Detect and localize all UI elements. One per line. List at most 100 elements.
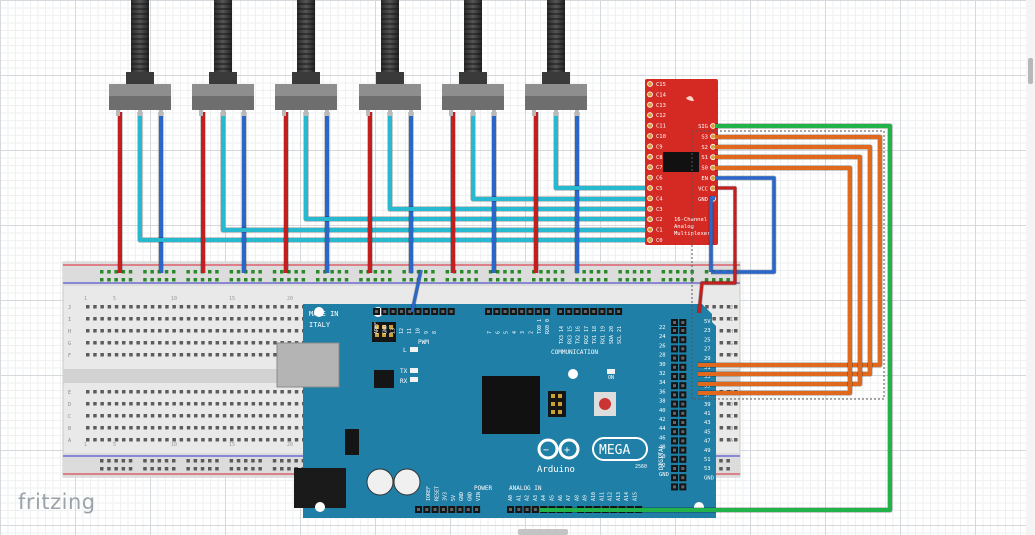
rail-hole bbox=[244, 459, 248, 463]
rail-hole bbox=[503, 278, 507, 282]
hole bbox=[122, 329, 126, 333]
hole bbox=[719, 329, 724, 333]
hole bbox=[222, 353, 227, 357]
mega-submodel-label: 2560 bbox=[635, 464, 647, 470]
header-digital-pin bbox=[673, 448, 676, 452]
mux-pin-label: C7 bbox=[656, 165, 663, 171]
hole bbox=[258, 390, 263, 394]
rail-hole bbox=[114, 278, 118, 282]
vertical-scrollbar[interactable] bbox=[1026, 0, 1035, 535]
rail-hole bbox=[164, 278, 169, 282]
rail-hole bbox=[488, 270, 493, 274]
rail-hole bbox=[236, 459, 241, 463]
rail-hole bbox=[496, 278, 500, 282]
top-power-rail bbox=[63, 262, 740, 286]
hole bbox=[734, 305, 738, 309]
rail-hole bbox=[251, 459, 255, 463]
rail-hole bbox=[157, 459, 162, 463]
header-top-mid-pin bbox=[536, 310, 540, 313]
hole bbox=[287, 329, 292, 333]
multiplexer-board[interactable]: C15C14C13C12C11C10C9C8C7C6C5C4C3C2C1C0SI… bbox=[645, 79, 718, 245]
hole bbox=[287, 414, 292, 418]
rail-hole bbox=[359, 270, 363, 274]
hole bbox=[237, 341, 241, 345]
hole bbox=[251, 329, 256, 333]
header-top-mid-pin bbox=[495, 310, 499, 313]
rail-hole bbox=[157, 467, 162, 471]
rail-hole bbox=[359, 278, 363, 282]
hole bbox=[294, 390, 299, 394]
hole bbox=[136, 402, 140, 406]
rail-hole bbox=[503, 270, 507, 274]
top-pin-label: 2 bbox=[529, 331, 535, 334]
horizontal-scroll-thumb[interactable] bbox=[518, 529, 568, 535]
hole bbox=[129, 414, 133, 418]
hole bbox=[726, 317, 731, 321]
header-top-right-pin bbox=[608, 310, 612, 313]
rail-hole bbox=[287, 278, 291, 282]
vertical-scroll-thumb[interactable] bbox=[1028, 58, 1033, 84]
hole bbox=[165, 438, 169, 442]
hole bbox=[726, 438, 731, 442]
power-pin-label: IOREF bbox=[426, 486, 432, 501]
hole bbox=[86, 414, 90, 418]
hole bbox=[194, 438, 198, 442]
wire bbox=[138, 112, 650, 242]
fritzing-logo: fritzing bbox=[18, 490, 96, 514]
header-digital-pin bbox=[681, 430, 685, 434]
hole bbox=[208, 426, 212, 430]
rail-hole bbox=[510, 270, 514, 274]
hole bbox=[222, 402, 227, 406]
rail-hole bbox=[640, 278, 644, 282]
header-digital-pin bbox=[673, 467, 676, 470]
header-digital-pin bbox=[681, 375, 685, 378]
hole bbox=[136, 329, 140, 333]
hole bbox=[244, 426, 248, 430]
hole bbox=[726, 329, 731, 333]
icsp-pin bbox=[389, 325, 393, 329]
hole bbox=[86, 317, 90, 321]
digital-pin-label: 32 bbox=[659, 371, 666, 377]
hole bbox=[230, 317, 234, 321]
hole bbox=[215, 438, 220, 442]
analog-pin-label: A11 bbox=[599, 492, 605, 501]
hole bbox=[719, 438, 724, 442]
hole bbox=[726, 353, 731, 357]
rail-hole bbox=[244, 278, 248, 282]
hole bbox=[186, 317, 191, 321]
hole bbox=[194, 390, 198, 394]
rail-hole bbox=[560, 278, 565, 282]
icsp-pin bbox=[389, 333, 393, 337]
hole bbox=[230, 353, 234, 357]
rail-hole bbox=[215, 278, 219, 282]
hole bbox=[114, 402, 119, 406]
hole bbox=[179, 329, 184, 333]
pot-shaft bbox=[381, 0, 399, 72]
hole bbox=[251, 402, 256, 406]
rail-hole bbox=[107, 459, 111, 463]
hole bbox=[194, 414, 198, 418]
header-digital-pin bbox=[673, 329, 676, 332]
hole bbox=[734, 317, 738, 321]
power-pin-label: 5V bbox=[451, 495, 457, 501]
mux-pin-s1 bbox=[710, 154, 716, 161]
header-digital-pin bbox=[681, 347, 685, 351]
hole bbox=[172, 329, 176, 333]
hole bbox=[129, 426, 133, 430]
hole bbox=[150, 402, 155, 406]
hole bbox=[734, 414, 738, 418]
top-pin-label: 4 bbox=[512, 331, 518, 334]
rail-hole bbox=[100, 278, 104, 282]
hole bbox=[107, 438, 112, 442]
analog-pin-label: A2 bbox=[525, 495, 531, 501]
rail-hole bbox=[128, 278, 133, 282]
hole bbox=[179, 317, 184, 321]
rail-hole bbox=[200, 278, 205, 282]
row-label: D bbox=[730, 402, 733, 408]
header-power-pin bbox=[466, 508, 470, 511]
rail-hole bbox=[539, 270, 543, 274]
digital-pin-label: 53 bbox=[704, 466, 711, 472]
hole bbox=[215, 402, 220, 406]
